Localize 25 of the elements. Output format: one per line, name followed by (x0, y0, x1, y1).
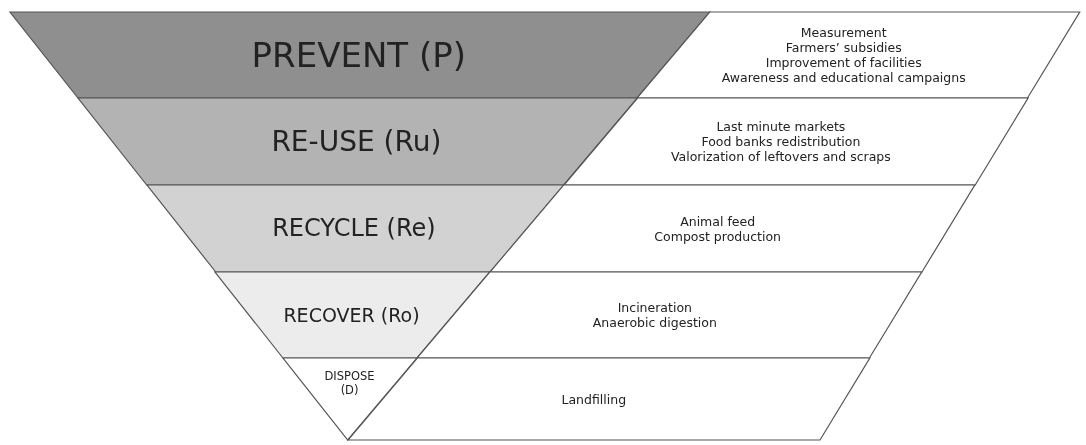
measures-band (563, 98, 1028, 185)
tier-label: RECYCLE (Re) (272, 214, 436, 243)
pyramid-tier (10, 12, 710, 98)
tier-label: DISPOSE (D) (323, 370, 376, 398)
measures-band (637, 12, 1080, 98)
pyramid-tier (215, 272, 491, 358)
pyramid-tier (146, 185, 564, 272)
measure-text: Awareness and educational campaigns (721, 70, 966, 85)
tier-label: RECOVER (Ro) (283, 303, 420, 327)
tier-label: PREVENT (P) (251, 34, 466, 76)
pyramid-tier (77, 98, 638, 185)
measure-text: Compost production (654, 228, 781, 244)
measure-text: Measurement (800, 25, 887, 40)
measure-text: Farmers’ subsidies (785, 40, 902, 55)
measure-text: Landfilling (561, 391, 627, 407)
tier-label: RE-USE (Ru) (271, 124, 442, 159)
measure-text: Incineration (617, 300, 692, 315)
measures-band (417, 272, 923, 358)
measures-band (490, 185, 975, 272)
measure-text: Last minute markets (716, 119, 846, 134)
measure-text: Food banks redistribution (701, 134, 861, 149)
measure-text: Improvement of facilities (765, 55, 922, 70)
measure-text: Valorization of leftovers and scraps (670, 149, 891, 164)
measure-text: Anaerobic digestion (592, 315, 717, 330)
measure-text: Animal feed (680, 213, 756, 229)
